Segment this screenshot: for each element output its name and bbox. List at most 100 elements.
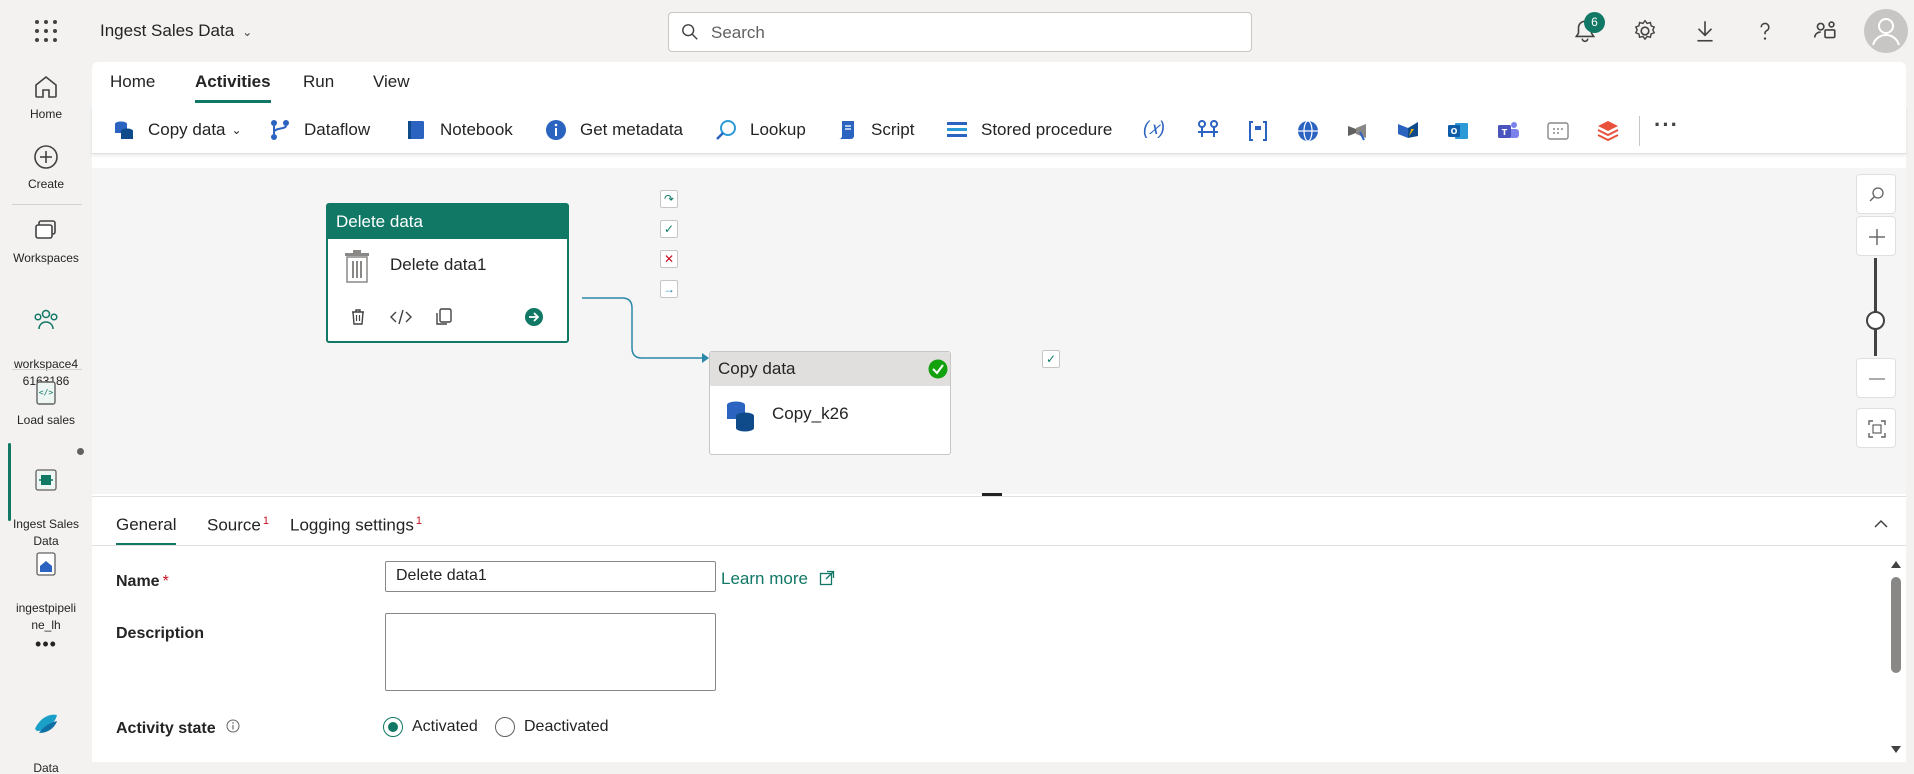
connector-arrowhead bbox=[702, 353, 709, 363]
on-completion-port[interactable]: → bbox=[660, 280, 678, 298]
tab-home[interactable]: Home bbox=[110, 72, 156, 91]
stored-procedure-button[interactable]: Stored procedure bbox=[945, 118, 1112, 142]
tab-view[interactable]: View bbox=[373, 72, 410, 91]
dataflow-button[interactable]: Dataflow bbox=[268, 118, 370, 142]
svg-text:O: O bbox=[1451, 127, 1458, 136]
zoom-slider-thumb[interactable] bbox=[1866, 311, 1885, 330]
fit-to-screen-button[interactable] bbox=[1856, 408, 1896, 448]
name-label: Name* bbox=[116, 573, 169, 590]
toolbar-item-label: Script bbox=[871, 120, 915, 139]
rail-item-create[interactable]: Create bbox=[0, 142, 92, 193]
avatar[interactable] bbox=[1864, 9, 1908, 53]
rail-item-label: ingestpipeli ne_lh bbox=[15, 601, 77, 632]
tab-general[interactable]: General bbox=[116, 515, 177, 546]
rail-item-workspaces[interactable]: Workspaces bbox=[0, 216, 92, 267]
toolbar-item-label: Lookup bbox=[750, 120, 806, 139]
lookup-button[interactable]: Lookup bbox=[714, 118, 806, 142]
on-skip-port[interactable]: ↷ bbox=[660, 190, 678, 208]
download-icon[interactable] bbox=[1692, 18, 1718, 44]
foreach-icon[interactable] bbox=[1245, 118, 1271, 144]
pipeline-canvas[interactable]: Delete data Delete data1 ↷ ✓ ✕ → Copy da… bbox=[92, 168, 1906, 494]
rail-divider bbox=[12, 204, 82, 205]
learn-more-link[interactable]: Learn more bbox=[721, 569, 835, 589]
name-field[interactable]: Delete data1 bbox=[385, 561, 716, 592]
set-variable-icon[interactable]: (𝑥) bbox=[1143, 118, 1166, 138]
switch-icon[interactable] bbox=[1195, 118, 1221, 144]
share-feedback-icon[interactable] bbox=[1812, 18, 1838, 44]
delete-activity-icon bbox=[345, 250, 369, 283]
scroll-up-icon[interactable] bbox=[1890, 559, 1902, 571]
chevron-up-icon[interactable] bbox=[1872, 515, 1890, 533]
rail-item-ingest-sales-data[interactable]: Ingest Sales Data bbox=[0, 448, 92, 550]
on-success-port[interactable]: ✓ bbox=[660, 220, 678, 238]
node-body: Delete data1 bbox=[328, 239, 567, 293]
notebook-icon bbox=[408, 121, 424, 139]
search-box[interactable]: Search bbox=[668, 12, 1252, 52]
deactivated-radio[interactable]: Deactivated bbox=[495, 717, 609, 737]
teams-icon[interactable]: T bbox=[1495, 118, 1521, 144]
tab-run[interactable]: Run bbox=[303, 72, 335, 91]
app-title-menu[interactable]: Ingest Sales Data⌄ bbox=[100, 21, 252, 41]
notebook-button[interactable]: Notebook bbox=[404, 118, 513, 142]
help-icon[interactable] bbox=[1752, 18, 1778, 44]
app-launcher-icon[interactable] bbox=[35, 20, 57, 42]
rail-more-button[interactable]: ••• bbox=[35, 634, 57, 654]
chevron-down-icon: ⌄ bbox=[242, 25, 253, 39]
menu-tabs: Home Activities Run View bbox=[92, 62, 1906, 106]
azure-function-icon[interactable] bbox=[1395, 118, 1421, 144]
scroll-down-icon[interactable] bbox=[1890, 743, 1902, 755]
on-fail-port[interactable]: ✕ bbox=[660, 250, 678, 268]
stored-procedure-icon bbox=[947, 122, 967, 137]
lakehouse-icon bbox=[36, 552, 56, 576]
script-button[interactable]: Script bbox=[835, 118, 914, 142]
learn-more-label: Learn more bbox=[721, 569, 808, 588]
rail-item-load-sales[interactable]: </> Load sales bbox=[0, 378, 92, 429]
rail-item-home[interactable]: Home bbox=[0, 72, 92, 123]
zoom-out-button[interactable] bbox=[1856, 358, 1896, 398]
description-label: Description bbox=[116, 625, 205, 642]
error-count-badge: 1 bbox=[262, 515, 269, 527]
keypad-icon[interactable] bbox=[1545, 118, 1571, 144]
data-engineering-icon bbox=[35, 714, 57, 733]
scrollbar-thumb[interactable] bbox=[1891, 577, 1901, 673]
description-field[interactable] bbox=[385, 613, 716, 691]
tab-activities[interactable]: Activities bbox=[195, 72, 271, 103]
panel-resize-handle[interactable] bbox=[982, 493, 1002, 496]
gear-icon[interactable] bbox=[1632, 18, 1658, 44]
on-success-port[interactable]: ✓ bbox=[1042, 350, 1060, 368]
trash-icon[interactable] bbox=[348, 307, 368, 327]
zoom-in-button[interactable] bbox=[1856, 216, 1896, 256]
zoom-slider-track[interactable] bbox=[1874, 258, 1877, 356]
activated-radio[interactable]: Activated bbox=[383, 717, 478, 737]
notification-badge: 6 bbox=[1584, 12, 1605, 33]
activity-node-copy-data[interactable]: Copy data Copy_k26 bbox=[709, 351, 951, 455]
more-button[interactable]: ··· bbox=[1654, 112, 1679, 137]
toolbar-item-label: Dataflow bbox=[304, 120, 371, 139]
rail-item-workspace[interactable]: workspace4 6163186 bbox=[0, 288, 92, 390]
outlook-icon[interactable]: O bbox=[1445, 118, 1471, 144]
success-status-icon bbox=[928, 359, 948, 379]
web-icon[interactable] bbox=[1295, 118, 1321, 144]
radio-label: Activated bbox=[412, 718, 478, 735]
clone-icon[interactable] bbox=[434, 307, 454, 327]
code-icon[interactable] bbox=[390, 307, 412, 327]
add-output-icon[interactable] bbox=[524, 307, 544, 327]
copy-data-button[interactable]: Copy data ⌄ bbox=[112, 118, 242, 142]
webhook-icon[interactable] bbox=[1345, 118, 1371, 144]
info-icon[interactable] bbox=[226, 719, 240, 733]
rail-item-data-engineering[interactable]: Data Engineering bbox=[0, 692, 92, 774]
rail-item-lakehouse[interactable]: ingestpipeli ne_lh bbox=[0, 532, 92, 634]
error-count-badge: 1 bbox=[415, 515, 422, 527]
script-icon bbox=[839, 121, 854, 139]
pipeline-editor: Home Activities Run View Copy data ⌄ Dat… bbox=[92, 62, 1906, 762]
get-metadata-button[interactable]: Get metadata bbox=[544, 118, 683, 142]
properties-scrollbar[interactable] bbox=[1890, 559, 1902, 755]
activity-name: Delete data1 bbox=[390, 255, 487, 274]
connector-layer bbox=[582, 297, 709, 363]
databricks-icon[interactable] bbox=[1595, 118, 1621, 144]
activity-node-delete-data[interactable]: Delete data Delete data1 bbox=[326, 203, 569, 343]
find-button[interactable] bbox=[1856, 174, 1896, 214]
